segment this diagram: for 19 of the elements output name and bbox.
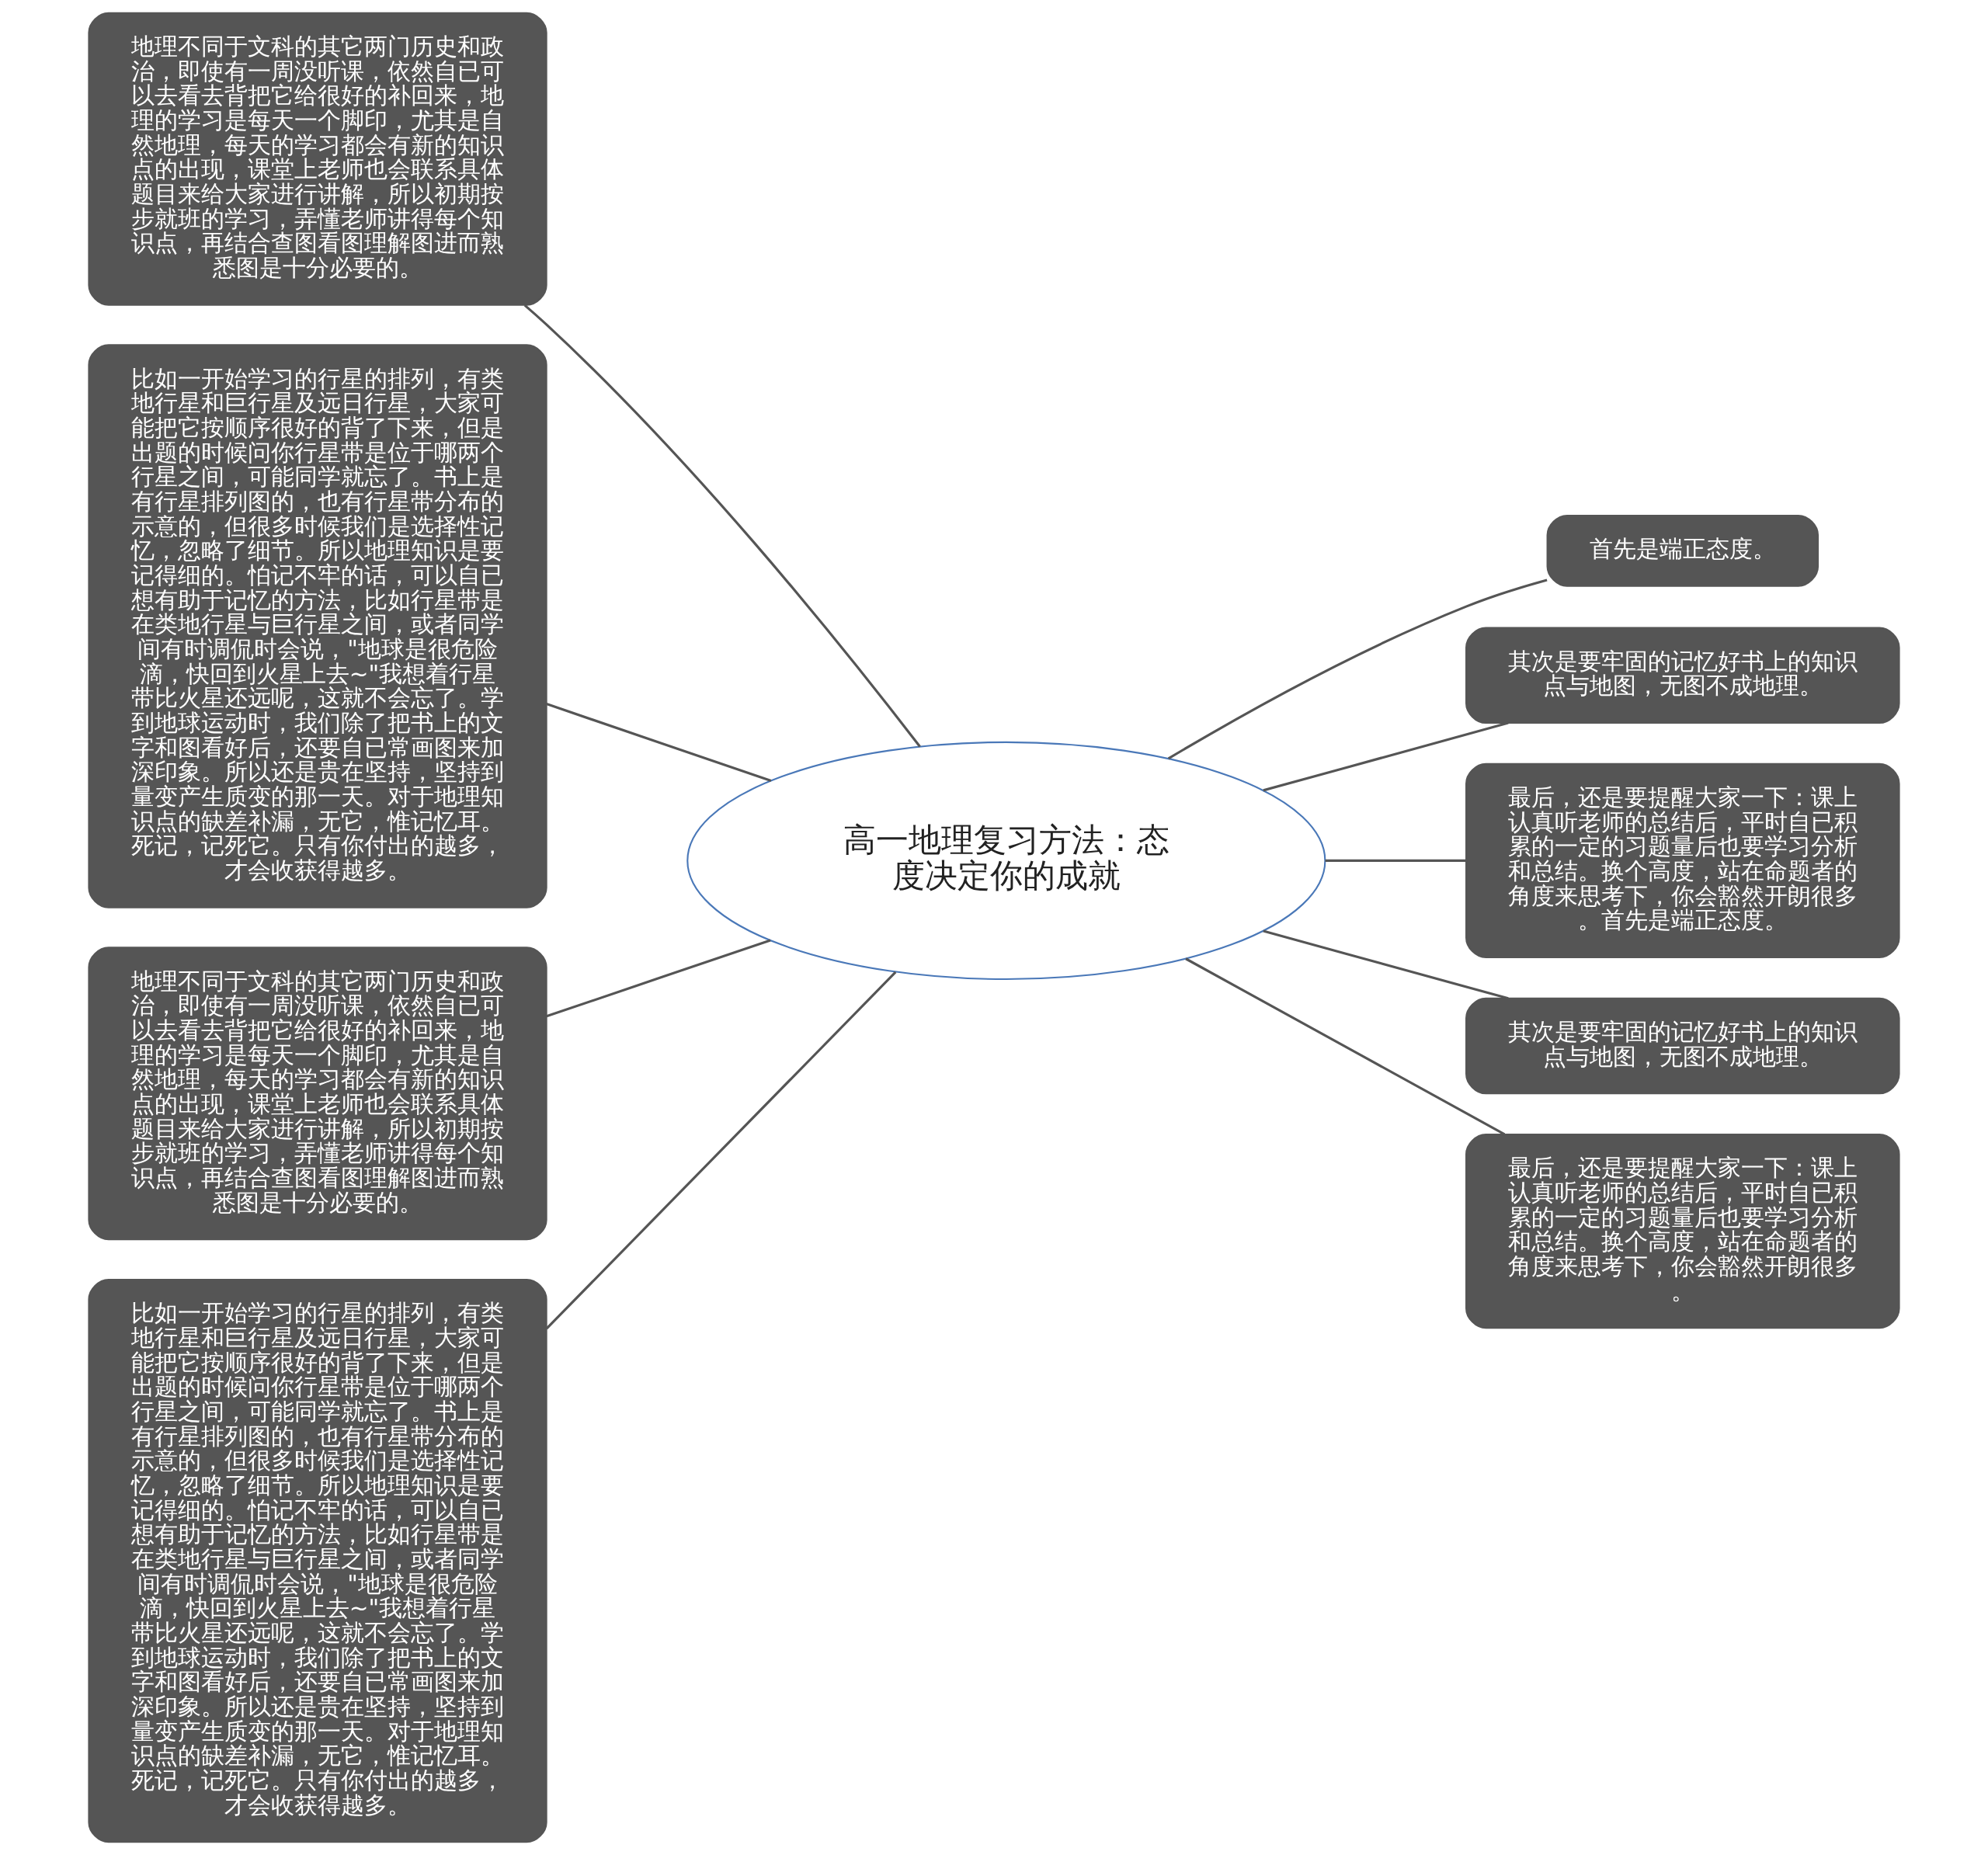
node-box: 比如一开始学习的行星的排列，有类地行星和巨行星及远日行星，大家可能把它按顺序很好的背了下来，但是出题的时候问你行星带是位于哪两个行星之间，可能同学就忘了。书上是有行星排列图的，也有行星带分布的示意的，但很多时候我们是选择性记忆，忽略了细节。所以地理知识是要记得细的。怕记不牢的话，可以自已想有助于记忆的方法，比如行星带是在类地行星与巨行星之间，或者同学间有时调侃时会说，"地球是很危险滴，快回到火星上去~"我想着行星带比火星还远呢，这就不会忘了。学到地球运动时，我们除了把书上的文字和图看好后，还要自已常画图来加深印象。所以还是贵在坚持，坚持到量变产生质变的那一天。对于地理知识点的缺差补漏，无它，惟记忆耳。死记，记死它。只有你付出的越多，才会收获得越多。 [88,344,547,908]
node-box: 地理不同于文科的其它两门历史和政治，即使有一周没听课，依然自已可以去看去背把它给很好的补回来，地理的学习是每天一个脚印，尤其是自然地理，每天的学习都会有新的知识点的出现，课堂上老师也会联系具体题目来给大家进行讲解，所以初期按步就班的学习，弄懂老师讲得每个知识点，再结合查图看图理解图进而熟悉图是十分必要的。 [88,12,547,306]
connector [1185,957,1506,1136]
connector [546,939,771,1018]
connector [1167,578,1548,760]
connector [523,304,921,748]
node-box: 其次是要牢固的记忆好书上的知识点与地图，无图不成地理。 [1465,997,1900,1095]
node-box: 首先是端正态度。 [1546,514,1819,587]
connector [1263,929,1509,1000]
connector [1263,721,1509,792]
node-box: 其次是要牢固的记忆好书上的知识点与地图，无图不成地理。 [1465,627,1900,724]
node-box: 比如一开始学习的行星的排列，有类地行星和巨行星及远日行星，大家可能把它按顺序很好的背了下来，但是出题的时候问你行星带是位于哪两个行星之间，可能同学就忘了。书上是有行星排列图的，也有行星带分布的示意的，但很多时候我们是选择性记忆，忽略了细节。所以地理知识是要记得细的。怕记不牢的话，可以自已想有助于记忆的方法，比如行星带是在类地行星与巨行星之间，或者同学间有时调侃时会说，"地球是很危险滴，快回到火星上去~"我想着行星带比火星还远呢，这就不会忘了。学到地球运动时，我们除了把书上的文字和图看好后，还要自已常画图来加深印象。所以还是贵在坚持，坚持到量变产生质变的那一天。对于地理知识点的缺差补漏，无它，惟记忆耳。死记，记死它。只有你付出的越多，才会收获得越多。 [88,1278,547,1843]
connector [1325,859,1466,863]
connector [545,971,897,1330]
node-box: 最后，还是要提醒大家一下：课上认真听老师的总结后，平时自已积累的一定的习题量后也要学习分析和总结。换个高度，站在命题者的角度来思考下，你会豁然开朗很多。首先是端正态度。 [1465,762,1900,959]
node-box: 最后，还是要提醒大家一下：课上认真听老师的总结后，平时自已积累的一定的习题量后也要学习分析和总结。换个高度，站在命题者的角度来思考下，你会豁然开朗很多。 [1465,1134,1900,1329]
node-box: 地理不同于文科的其它两门历史和政治，即使有一周没听课，依然自已可以去看去背把它给很好的补回来，地理的学习是每天一个脚印，尤其是自然地理，每天的学习都会有新的知识点的出现，课堂上老师也会联系具体题目来给大家进行讲解，所以初期按步就班的学习，弄懂老师讲得每个知识点，再结合查图看图理解图进而熟悉图是十分必要的。 [88,947,547,1241]
connector [546,703,772,782]
node-ellipse: 高一地理复习方法：态度决定你的成就 [686,741,1326,981]
